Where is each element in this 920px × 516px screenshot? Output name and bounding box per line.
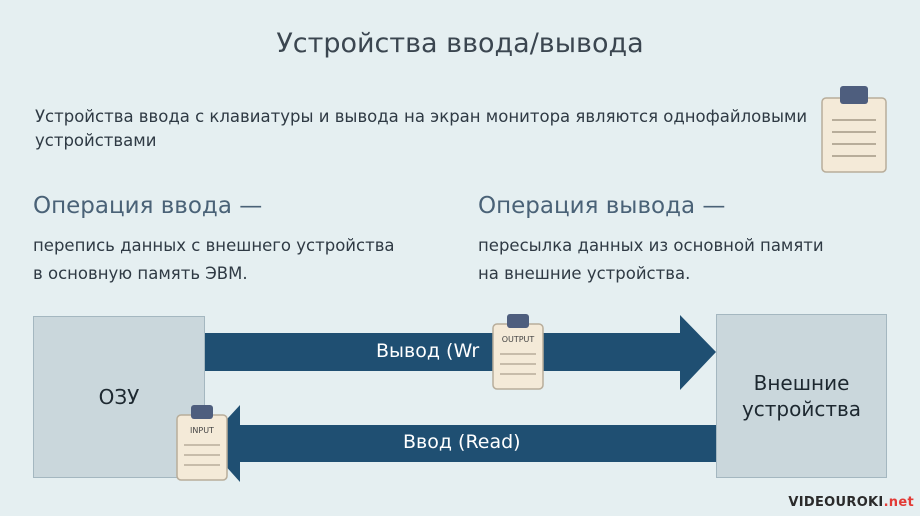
- slide-title: Устройства ввода/вывода: [276, 28, 644, 59]
- input-clipboard-icon: INPUT: [176, 405, 228, 481]
- input-clip-label: INPUT: [190, 426, 214, 435]
- output-op-line2: на внешние устройства.: [478, 264, 691, 283]
- output-arrow-label: Вывод (Wr: [376, 340, 480, 362]
- intro-text: Устройства ввода с клавиатуры и вывода н…: [35, 107, 808, 150]
- logo-main: VIDEOUROKI: [788, 495, 884, 510]
- input-arrow: [205, 405, 716, 482]
- external-devices-line1: Внешние: [753, 371, 850, 395]
- input-arrow-label: Ввод (Read): [403, 431, 521, 453]
- input-op-heading: Операция ввода —: [33, 193, 263, 219]
- output-arrow: [205, 315, 716, 390]
- input-op-line2: в основную память ЭВМ.: [33, 264, 248, 283]
- output-clip-label: OUTPUT: [502, 335, 535, 344]
- output-op-heading: Операция вывода —: [478, 193, 726, 219]
- external-devices-line2: устройства: [741, 397, 862, 421]
- videouroki-logo: VIDEOUROKI.net: [788, 495, 914, 510]
- logo-suffix: .net: [883, 495, 914, 510]
- ram-box-label: ОЗУ: [98, 385, 140, 409]
- output-clipboard-icon: OUTPUT: [492, 314, 544, 390]
- input-op-line1: перепись данных с внешнего устройства: [33, 236, 395, 255]
- external-devices-box: Внешние устройства: [716, 314, 887, 478]
- clipboard-icon: [821, 86, 887, 173]
- output-op-line1: пересылка данных из основной памяти: [478, 236, 824, 255]
